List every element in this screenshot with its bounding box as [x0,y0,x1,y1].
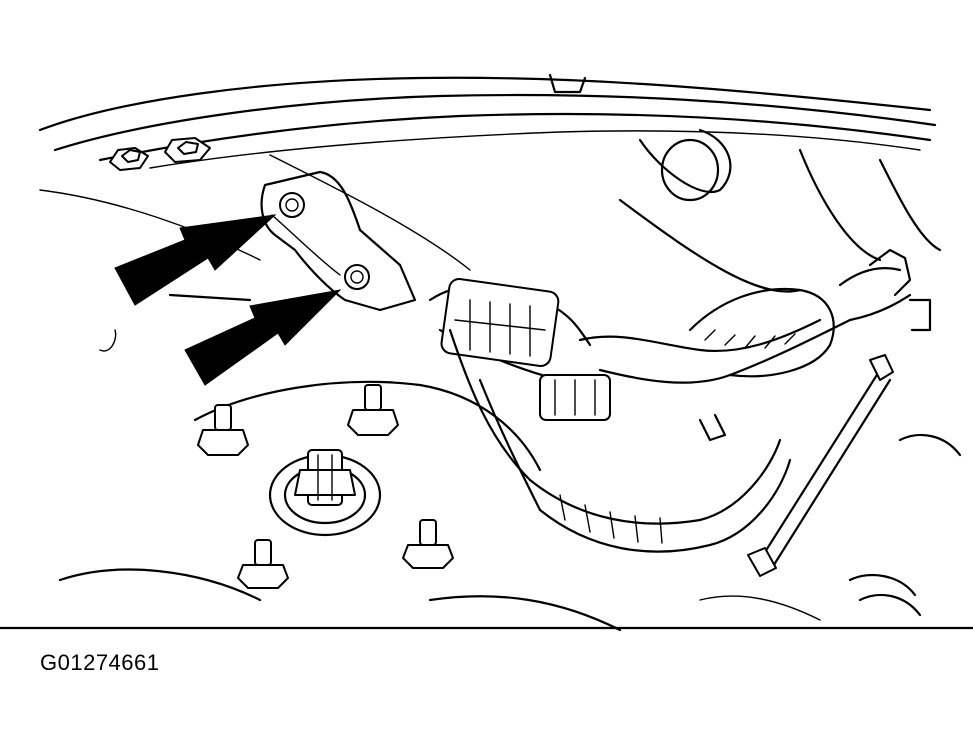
arrow-icon [184,289,342,386]
harness-connector [440,277,560,367]
engine-bay-illustration [0,73,973,632]
stud-nut [237,539,289,589]
strut-mount [58,380,622,632]
strut-tower [39,128,942,352]
cowl-panel [38,73,937,169]
arrow-icon [114,214,277,306]
stud-nut [402,519,454,569]
stud-nut [347,384,399,436]
stud-nut [197,404,249,456]
support-rod [747,354,894,577]
mount-studs [197,384,454,589]
wiring-harness [428,248,932,553]
bracket-upper-bolt [279,192,305,218]
lower-right-components [699,433,962,621]
callout-arrows [114,214,342,386]
bracket [260,170,417,312]
bracket-lower-bolt [344,264,370,290]
cowl-bolts [109,137,211,171]
figure-id-label: G01274661 [40,650,160,675]
